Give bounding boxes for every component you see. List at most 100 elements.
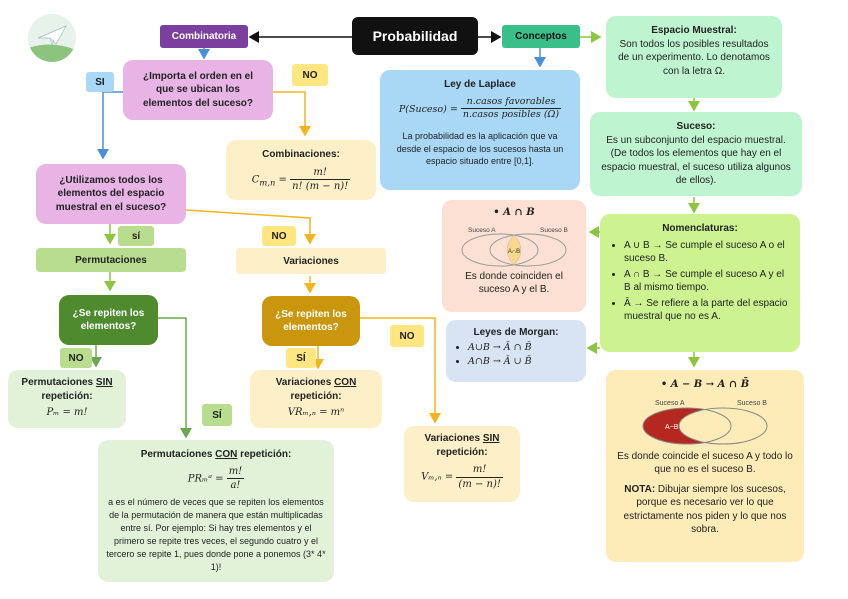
nomenclatura-item: A ∪ B → Se cumple el suceso A o el suces…	[624, 239, 792, 266]
permutaciones-con-text: a es el número de veces que se repiten l…	[106, 496, 326, 572]
no-tag-4: NO	[390, 325, 424, 347]
var-sin-lhs: Vₘ,ₙ =	[421, 471, 454, 483]
laplace-box: Ley de Laplace P(Suceso) = n.casos favor…	[380, 70, 580, 190]
combinaciones-box: Combinaciones: Cm,n = m!n! (m − n)!	[226, 140, 376, 200]
morgan-box: Leyes de Morgan: A∪B → Ā ∩ B̄ A∩B → Ā ∪ …	[446, 320, 586, 382]
combinaciones-num: m!	[290, 166, 351, 180]
nota-text: Dibujar siempre los sucesos, porque es n…	[623, 483, 787, 536]
espacio-muestral-box: Espacio Muestral: Son todos los posibles…	[606, 16, 782, 98]
permutaciones-sin-title: Permutaciones SIN repetición:	[12, 376, 122, 403]
var-con-pre: Variaciones	[275, 377, 335, 388]
page-title: Probabilidad	[352, 17, 478, 55]
nomenclaturas-box: Nomenclaturas: A ∪ B → Se cumple el suce…	[600, 214, 800, 352]
var-sin-post: repetición:	[436, 446, 488, 458]
var-sin-num: m!	[456, 463, 503, 478]
diferencia-bullet-text: A − B → A ∩ B̄	[670, 379, 750, 390]
perm-sin-post: repetición:	[41, 390, 93, 402]
venn-int-center: A∩B	[508, 249, 520, 255]
combinaciones-formula: Cm,n = m!n! (m − n)!	[251, 166, 351, 192]
venn-interseccion: Suceso A Suceso B A∩B	[461, 227, 568, 266]
laplace-lhs: P(Suceso) =	[398, 103, 458, 115]
no-tag-1: NO	[292, 64, 328, 86]
question-utilizamos: ¿Utilizamos todos los elementos del espa…	[36, 164, 186, 224]
perm-con-pre: Permutaciones	[140, 449, 216, 460]
espacio-muestral-title: Espacio Muestral:	[651, 25, 737, 36]
interseccion-text: Es donde coinciden el suceso A y el B.	[465, 270, 563, 296]
nomenclatura-item: Ā → Se refiere a la parte del espacio mu…	[624, 297, 792, 324]
laplace-den: n.casos posibles (Ω)	[462, 109, 560, 121]
var-sin-den: (m − n)!	[458, 478, 501, 490]
perm-con-post: repetición:	[237, 449, 292, 460]
permutaciones-label: Permutaciones	[36, 248, 186, 272]
interseccion-bullet-text: A ∩ B	[503, 207, 535, 218]
permutaciones-sin-formula: Pₘ = m!	[46, 407, 88, 418]
laplace-num: n.casos favorables	[460, 96, 562, 110]
diferencia-bullet: • A − B → A ∩ B̄	[660, 379, 750, 390]
combinaciones-den: n! (m − n)!	[292, 181, 349, 192]
perm-con-u: CON	[215, 449, 238, 460]
permutaciones-con-box: Permutaciones CON repetición: PRₘᵃ = m!a…	[98, 440, 334, 582]
si-tag-4: SÍ	[286, 348, 316, 368]
perm-sin-pre: Permutaciones	[21, 377, 96, 388]
venn-int-label-a: Suceso A	[468, 227, 496, 234]
question-importa-orden: ¿Importa el orden en el que se ubican lo…	[123, 60, 273, 120]
permutaciones-con-formula: PRₘᵃ = m!a!	[106, 465, 326, 493]
combinaciones-sub: m,n	[259, 177, 276, 187]
combinaciones-lhs: C	[251, 174, 260, 185]
diferencia-nota: NOTA: Dibujar siempre los sucesos, porqu…	[614, 483, 796, 537]
si-tag-2: sí	[118, 226, 154, 246]
var-con-post: repetición:	[290, 390, 342, 402]
venn-dif-center: A−B	[665, 424, 679, 431]
perm-con-den: a!	[230, 480, 241, 491]
logo-icon	[28, 14, 76, 62]
var-sin-u: SIN	[482, 433, 500, 444]
morgan-item: A∩B → Ā ∪ B̄	[468, 356, 580, 369]
variaciones-con-formula: VRₘ,ₙ = mⁿ	[287, 407, 345, 418]
variaciones-label: Variaciones	[236, 248, 386, 274]
no-tag-2: NO	[262, 226, 296, 246]
variaciones-sin-formula: Vₘ,ₙ = m!(m − n)!	[408, 463, 516, 491]
no-tag-3: NO	[60, 348, 92, 368]
laplace-title: Ley de Laplace	[444, 79, 516, 90]
diferencia-box: • A − B → A ∩ B̄ Suceso A Suceso B A−B E…	[606, 370, 804, 562]
var-con-u: CON	[334, 377, 357, 388]
perm-con-num: m!	[226, 465, 245, 479]
perm-sin-u: SIN	[95, 377, 113, 388]
combinaciones-title: Combinaciones:	[262, 149, 340, 160]
conceptos-label: Conceptos	[502, 25, 580, 48]
morgan-list: A∪B → Ā ∩ B̄ A∩B → Ā ∪ B̄	[452, 342, 580, 370]
interseccion-box: • A ∩ B Suceso A Suceso B A∩B Es donde c…	[442, 200, 586, 312]
nomenclaturas-title: Nomenclaturas:	[662, 223, 738, 234]
perm-con-lhs: PRₘᵃ =	[187, 473, 224, 484]
permutaciones-sin-box: Permutaciones SIN repetición: Pₘ = m!	[8, 370, 126, 428]
variaciones-sin-box: Variaciones SIN repetición: Vₘ,ₙ = m!(m …	[404, 426, 520, 502]
morgan-title: Leyes de Morgan:	[473, 327, 559, 338]
nota-label: NOTA:	[624, 483, 656, 495]
nomenclaturas-list: A ∪ B → Se cumple el suceso A o el suces…	[608, 239, 792, 324]
suceso-box: Suceso: Es un subconjunto del espacio mu…	[590, 112, 802, 196]
variaciones-con-box: Variaciones CON repetición: VRₘ,ₙ = mⁿ	[250, 370, 382, 428]
nomenclatura-item: A ∩ B → Se cumple el suceso A y el B al …	[624, 268, 792, 295]
laplace-text: La probabilidad es la aplicación que va …	[396, 131, 564, 167]
permutaciones-con-title: Permutaciones CON repetición:	[106, 448, 326, 462]
question-se-repiten-perm: ¿Se repiten los elementos?	[59, 295, 158, 345]
variaciones-con-title: Variaciones CON repetición:	[254, 376, 378, 403]
si-tag-1: SI	[86, 72, 114, 92]
var-sin-pre: Variaciones	[424, 433, 483, 444]
interseccion-bullet: • A ∩ B	[493, 207, 535, 218]
question-se-repiten-var: ¿Se repiten los elementos?	[262, 296, 360, 346]
suceso-text: Es un subconjunto del espacio muestral. …	[601, 134, 791, 187]
venn-dif-label-b: Suceso B	[737, 400, 767, 407]
variaciones-sin-title: Variaciones SIN repetición:	[408, 432, 516, 459]
venn-diferencia: Suceso A Suceso B A−B	[642, 400, 768, 444]
venn-int-label-b: Suceso B	[540, 227, 568, 234]
venn-dif-label-a: Suceso A	[655, 400, 685, 407]
combinatoria-label: Combinatoria	[160, 25, 248, 48]
suceso-title: Suceso:	[676, 121, 716, 132]
si-tag-3: SÍ	[202, 404, 232, 426]
morgan-item: A∪B → Ā ∩ B̄	[468, 342, 580, 355]
diferencia-text: Es donde coincide el suceso A y todo lo …	[617, 450, 793, 476]
espacio-muestral-text: Son todos los posibles resultados de un …	[618, 38, 770, 77]
